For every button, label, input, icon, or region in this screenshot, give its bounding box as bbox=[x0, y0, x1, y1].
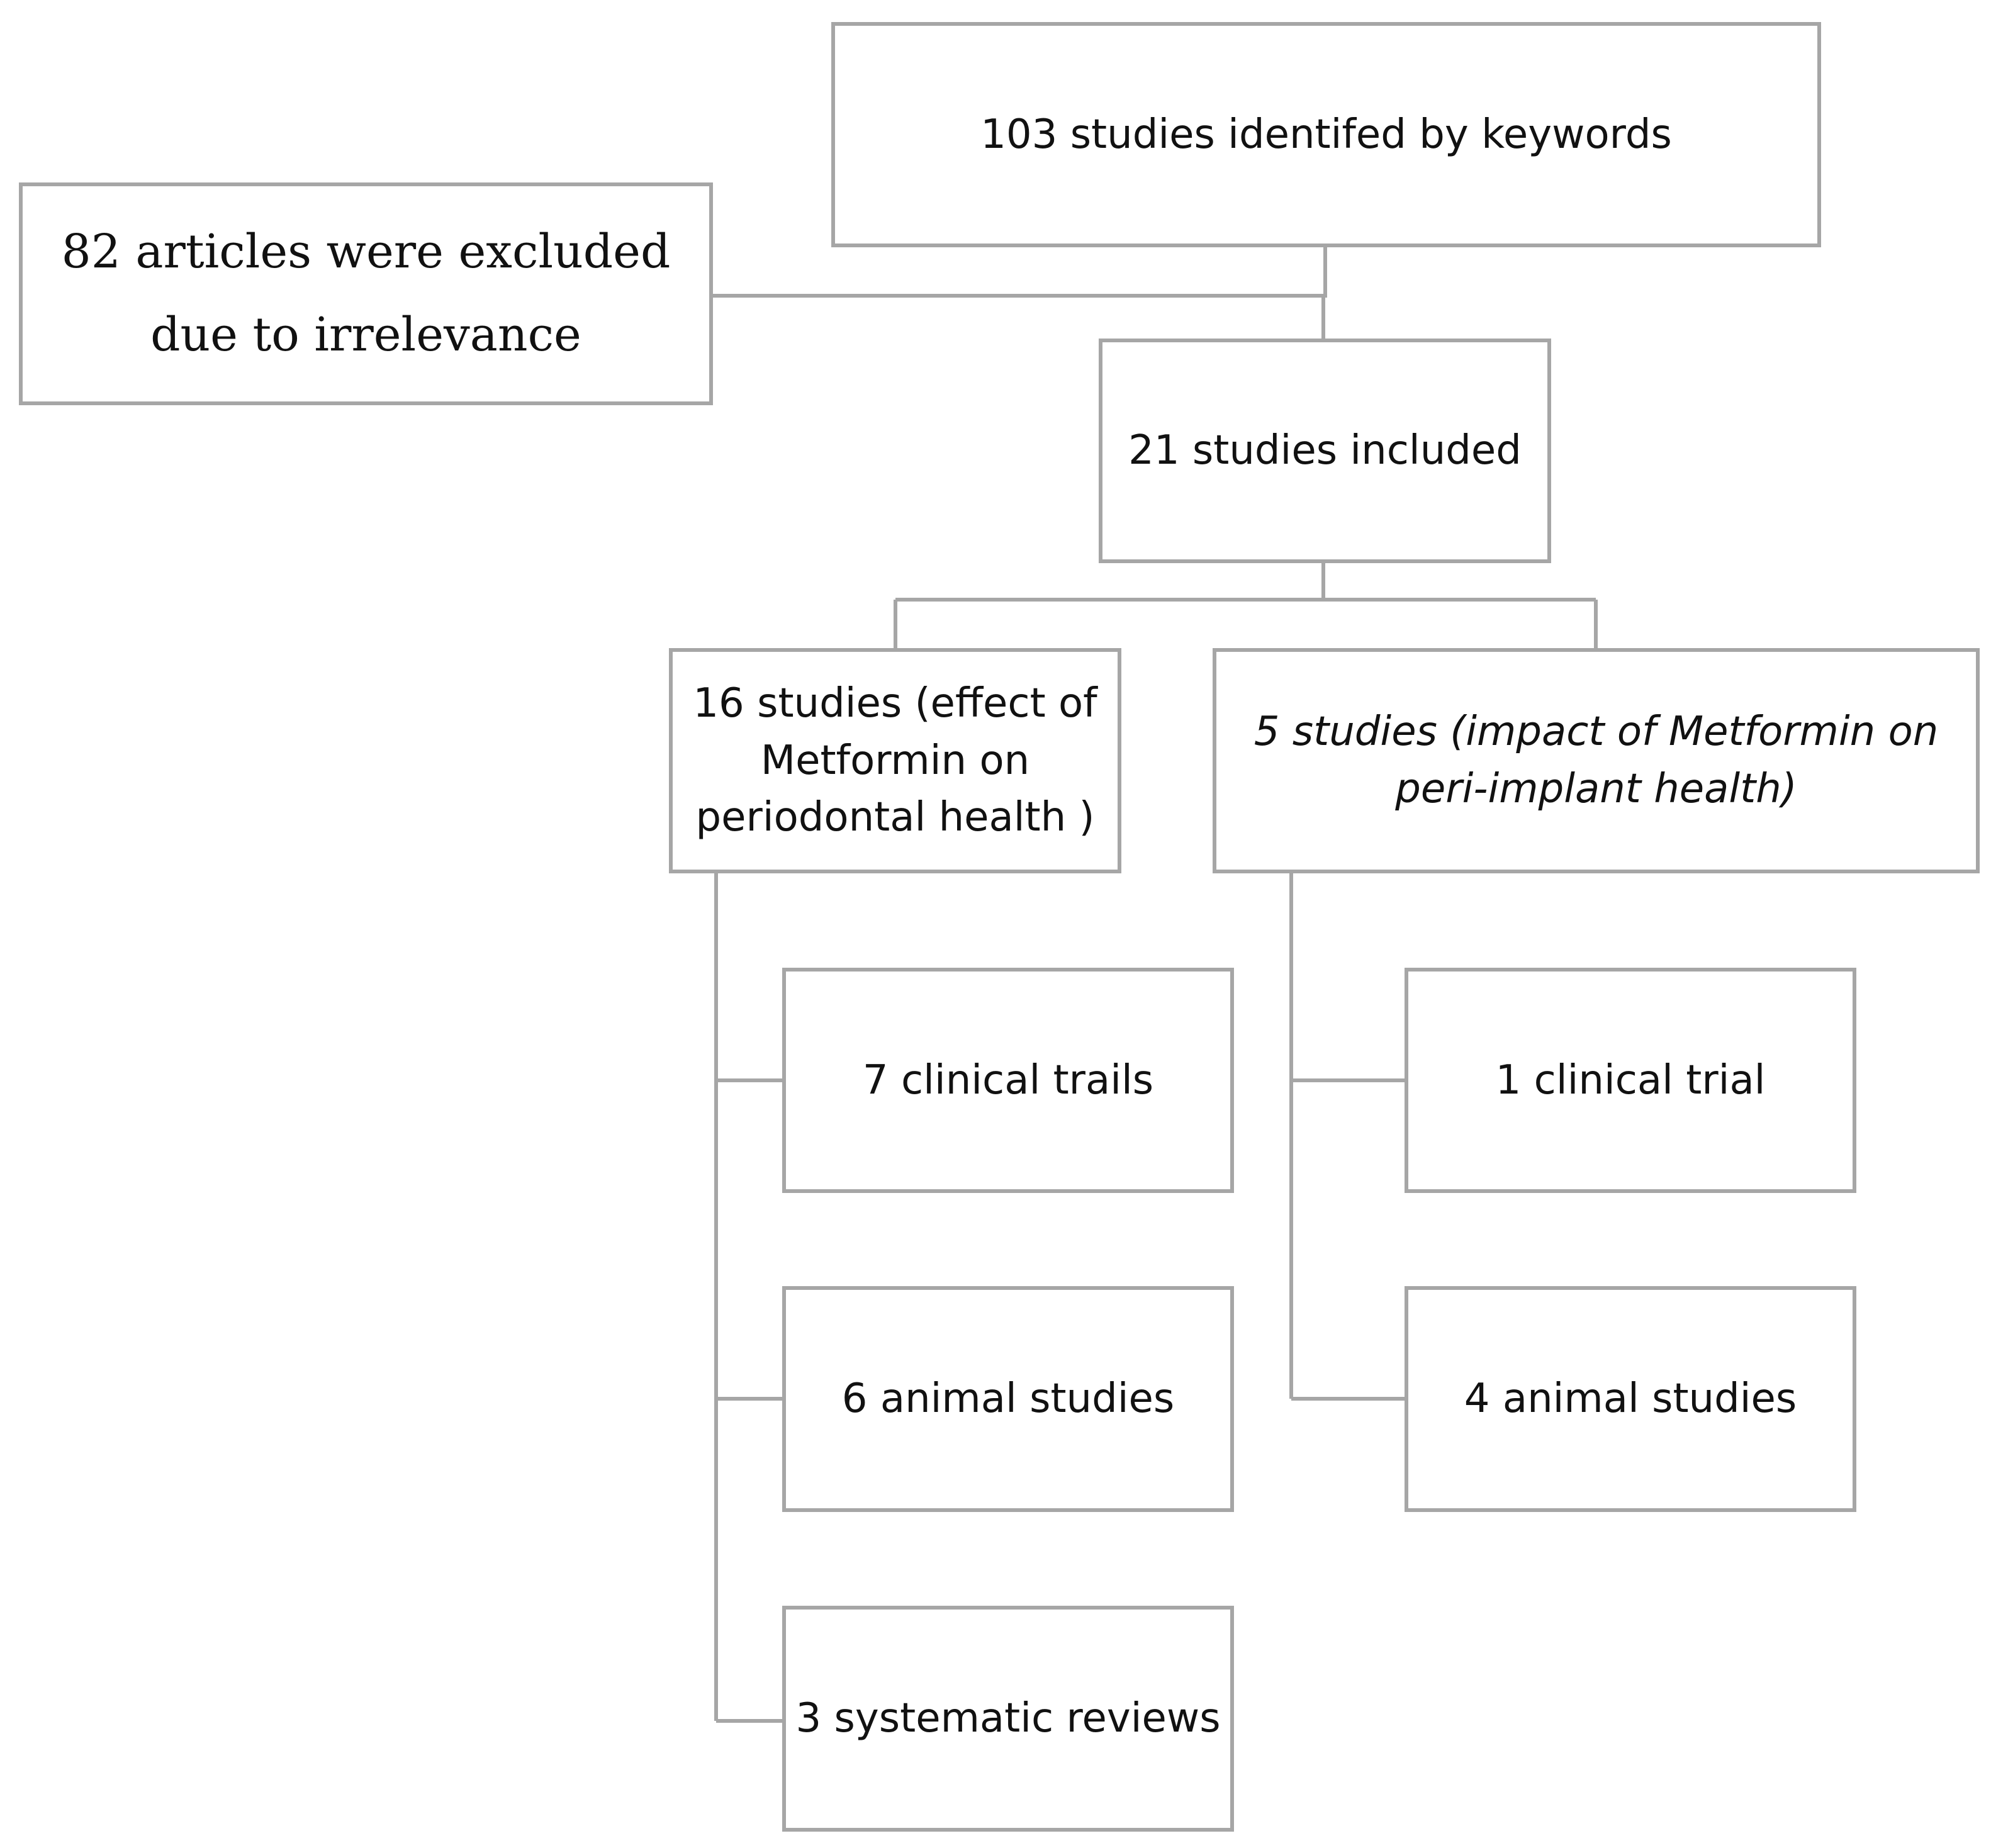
node-identified-studies-label: 103 studies identifed by keywords bbox=[980, 111, 1672, 158]
node-included-studies: 21 studies included bbox=[1099, 339, 1551, 563]
node-excluded-articles: 82 articles were excluded due to irrelev… bbox=[19, 182, 713, 405]
connector-periimplant-to-children bbox=[1289, 873, 1405, 1401]
connector-identified-to-included bbox=[1321, 247, 1327, 339]
node-implant-animal-studies-label: 4 animal studies bbox=[1464, 1375, 1797, 1423]
node-periodontal-studies: 16 studies (effect of Metformin on perio… bbox=[669, 648, 1121, 873]
node-included-studies-label: 21 studies included bbox=[1128, 427, 1522, 474]
node-periodontal-systematic-reviews-label: 3 systematic reviews bbox=[795, 1695, 1221, 1742]
node-periodontal-animal-studies: 6 animal studies bbox=[782, 1286, 1234, 1512]
node-implant-clinical-trial-label: 1 clinical trial bbox=[1495, 1056, 1766, 1104]
node-implant-animal-studies: 4 animal studies bbox=[1405, 1286, 1856, 1512]
node-periodontal-clinical-trails: 7 clinical trails bbox=[782, 968, 1234, 1193]
node-periodontal-systematic-reviews: 3 systematic reviews bbox=[782, 1606, 1234, 1832]
connector-periodontal-to-children bbox=[714, 873, 782, 1723]
node-peri-implant-studies: 5 studies (impact of Metformin on peri-i… bbox=[1213, 648, 1980, 873]
node-periodontal-animal-studies-label: 6 animal studies bbox=[841, 1375, 1175, 1423]
node-identified-studies: 103 studies identifed by keywords bbox=[831, 22, 1821, 247]
node-periodontal-clinical-trails-label: 7 clinical trails bbox=[862, 1056, 1154, 1104]
node-periodontal-studies-label: 16 studies (effect of Metformin on perio… bbox=[693, 680, 1097, 841]
node-excluded-articles-label: 82 articles were excluded due to irrelev… bbox=[61, 225, 671, 362]
connector-included-to-categories bbox=[894, 563, 1598, 648]
node-peri-implant-studies-label: 5 studies (impact of Metformin on peri-i… bbox=[1253, 708, 1939, 812]
node-implant-clinical-trial: 1 clinical trial bbox=[1405, 968, 1856, 1193]
